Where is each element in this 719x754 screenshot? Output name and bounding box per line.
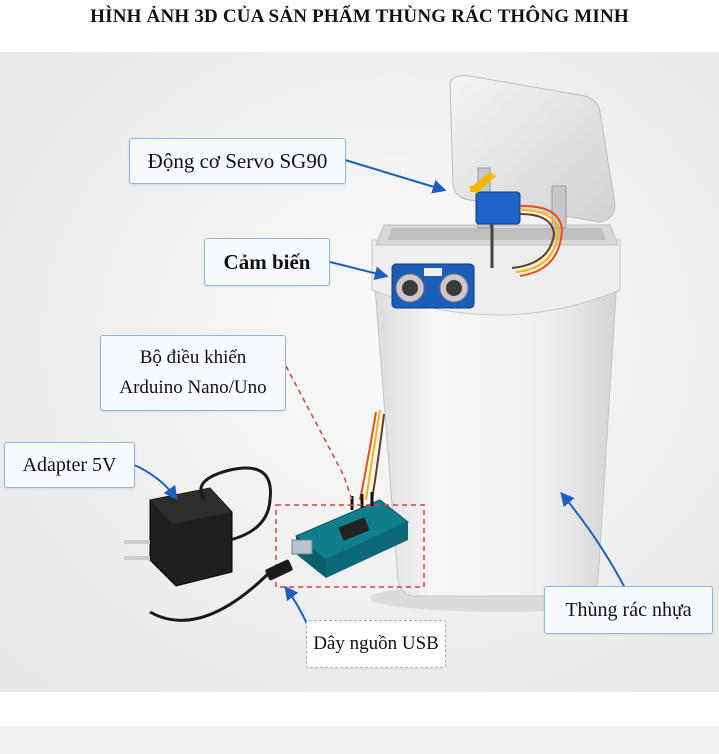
arrow-bin	[560, 491, 627, 591]
label-controller-line2: Arduino Nano/Uno	[119, 377, 267, 398]
label-adapter: Adapter 5V	[4, 442, 135, 488]
label-controller-line1: Bộ điều khiển	[139, 346, 247, 368]
footer-bar	[0, 726, 719, 754]
bin-inner	[388, 228, 606, 240]
label-usb-cable: Dây nguồn USB	[306, 620, 446, 668]
page-title: HÌNH ẢNH 3D CỦA SẢN PHẨM THÙNG RÁC THÔNG…	[90, 6, 629, 27]
arrow-sensor	[329, 261, 389, 281]
label-controller: Bộ điều khiển Arduino Nano/Uno	[100, 335, 286, 411]
controller-highlight	[275, 504, 425, 588]
arrow-adapter	[131, 463, 178, 501]
servo-motor	[475, 191, 521, 225]
label-sensor: Cảm biến	[204, 238, 330, 286]
usb-cable	[149, 572, 270, 622]
power-adapter	[124, 487, 233, 587]
servo-horn	[470, 172, 496, 194]
label-bin: Thùng rác nhựa	[544, 586, 713, 634]
arrow-usb	[284, 585, 309, 627]
label-servo: Động cơ Servo SG90	[129, 138, 346, 184]
arrow-servo	[344, 159, 447, 194]
bin-lid	[449, 75, 616, 223]
arduino-board	[291, 492, 409, 578]
